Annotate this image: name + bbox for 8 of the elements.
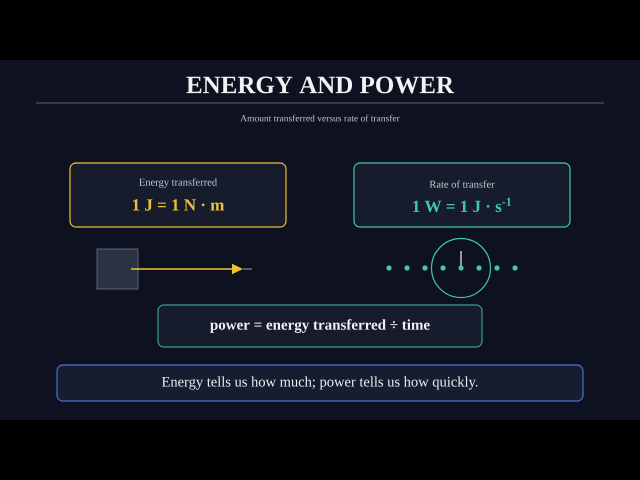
- formula-text: 1 J = 1 N · m: [132, 199, 224, 211]
- summary-box: Energy tells us how much; power tells us how quickly.: [56, 364, 584, 402]
- subtitle: Amount transferred versus rate of transfer: [240, 114, 400, 122]
- box-heading: Rate of transfer: [430, 180, 495, 188]
- formula-text: 1 W = 1 J · s$^{-1}$: [413, 198, 512, 212]
- box-heading: Energy transferred: [139, 178, 217, 188]
- formula-box: power = energy transferred ÷ time: [157, 304, 483, 348]
- title: ENERGY AND POWER: [186, 76, 454, 94]
